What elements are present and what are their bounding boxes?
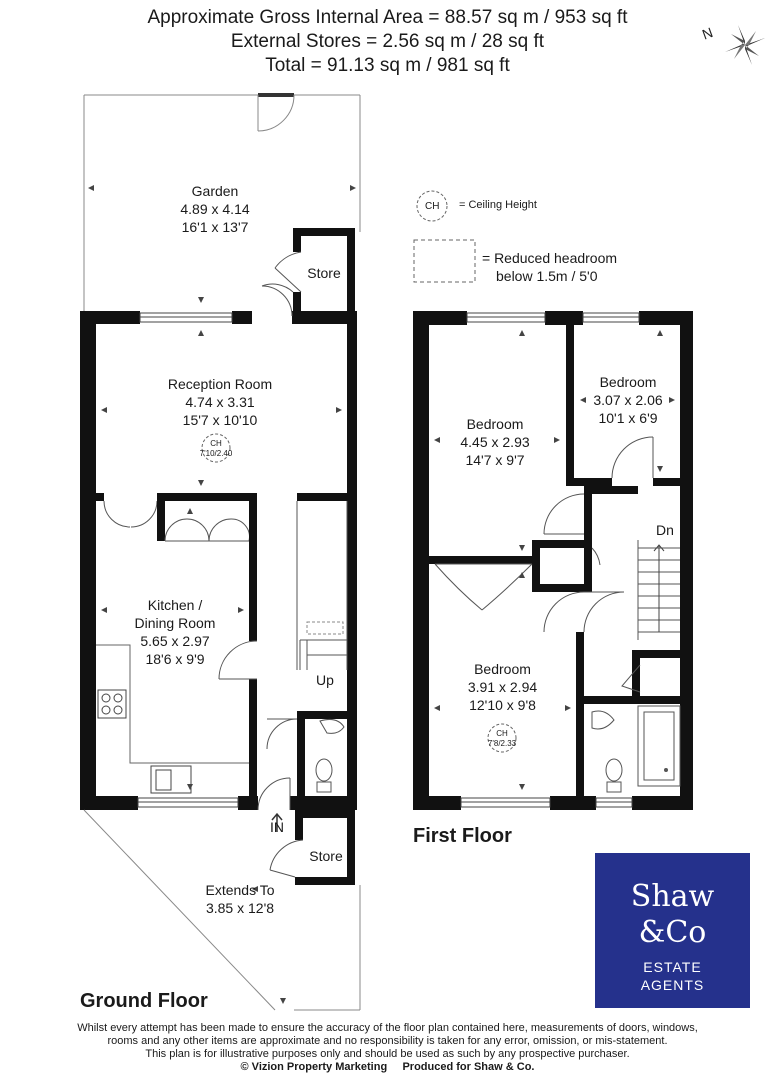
- kitchen-imperial: 18'6 x 9'9: [145, 651, 205, 667]
- ceiling-height-symbol: [416, 190, 448, 222]
- garden-imperial: 16'1 x 13'7: [181, 219, 249, 235]
- disclaimer-footer: Whilst every attempt has been made to en…: [0, 1022, 775, 1074]
- bedroom1-metric: 4.45 x 2.93: [460, 434, 530, 450]
- credits-line: © Vizion Property Marketing Produced for…: [0, 1061, 775, 1074]
- bedroom1-label: Bedroom 4.45 x 2.93 14'7 x 9'7: [440, 415, 550, 469]
- reception-room-label: Reception Room 4.74 x 3.31 15'7 x 10'10: [135, 375, 305, 429]
- kitchen-label: Kitchen / Dining Room 5.65 x 2.97 18'6 x…: [110, 596, 240, 668]
- credit-vizion: © Vizion Property Marketing: [240, 1061, 388, 1073]
- disclaimer-line2: rooms and any other items are approximat…: [107, 1035, 668, 1047]
- kitchen-name-1: Kitchen /: [147, 597, 203, 613]
- store-top-label: Store: [307, 265, 341, 281]
- reception-metric: 4.74 x 3.31: [185, 394, 255, 410]
- first-floor-title: First Floor: [413, 825, 512, 847]
- entrance-label: IN: [270, 819, 284, 835]
- credit-shaw: Produced for Shaw & Co.: [402, 1061, 535, 1073]
- first-floor-plan: [413, 311, 693, 810]
- kitchen-metric: 5.65 x 2.97: [140, 633, 210, 649]
- extends-name: Extends To: [205, 882, 275, 898]
- bedroom3-label: Bedroom 3.91 x 2.94 12'10 x 9'8: [440, 660, 565, 714]
- garden-label: Garden 4.89 x 4.14 16'1 x 13'7: [140, 182, 290, 236]
- extends-label: Extends To 3.85 x 12'8: [180, 881, 300, 917]
- ch-legend-text: = Ceiling Height: [459, 199, 537, 211]
- logo-line2: &Co: [638, 915, 707, 950]
- kitchen-name-2: Dining Room: [134, 615, 216, 631]
- compass-icon: N: [700, 24, 765, 65]
- disclaimer-line1: Whilst every attempt has been made to en…: [77, 1022, 698, 1034]
- legend: [413, 190, 476, 283]
- reception-imperial: 15'7 x 10'10: [182, 412, 258, 428]
- bedroom3-imperial: 12'10 x 9'8: [469, 697, 536, 713]
- bedroom2-imperial: 10'1 x 6'9: [598, 410, 658, 426]
- bedroom2-metric: 3.07 x 2.06: [593, 392, 663, 408]
- ground-floor-plan: [80, 93, 361, 1011]
- ground-floor-title: Ground Floor: [80, 990, 208, 1012]
- logo-line3: ESTATE: [643, 959, 702, 975]
- external-stores-text: External Stores = 2.56 sq m / 28 sq ft: [230, 31, 545, 52]
- bedroom2-label: Bedroom 3.07 x 2.06 10'1 x 6'9: [578, 373, 678, 427]
- logo-line1: Shaw: [630, 879, 715, 914]
- reduced-headroom-symbol: [413, 239, 476, 283]
- logo-line4: AGENTS: [640, 977, 705, 993]
- ch-symbol-label: CH: [425, 201, 440, 212]
- store-bottom-label: Store: [309, 848, 343, 864]
- stairs-down-label: Dn: [656, 522, 674, 538]
- disclaimer-line3: This plan is for illustrative purposes o…: [145, 1048, 630, 1060]
- bedroom3-metric: 3.91 x 2.94: [467, 679, 538, 695]
- bedroom3-ch-label: CH: [496, 729, 508, 738]
- bedroom2-name: Bedroom: [599, 374, 657, 390]
- reception-ch-value: 7'10/2.40: [199, 449, 233, 458]
- total-area-text: Total = 91.13 sq m / 981 sq ft: [265, 55, 510, 76]
- bedroom1-name: Bedroom: [466, 416, 524, 432]
- stairs-up-label: Up: [316, 672, 334, 688]
- reception-ch-label: CH: [210, 439, 222, 448]
- area-header: Approximate Gross Internal Area = 88.57 …: [0, 6, 775, 78]
- bedroom1-imperial: 14'7 x 9'7: [465, 452, 525, 468]
- reduced-headroom-line1: = Reduced headroom: [482, 250, 618, 266]
- reception-name: Reception Room: [167, 376, 273, 392]
- shaw-and-co-logo: Shaw &Co ESTATE AGENTS: [595, 853, 750, 1008]
- gross-area-text: Approximate Gross Internal Area = 88.57 …: [147, 7, 628, 28]
- bedroom3-name: Bedroom: [474, 661, 531, 677]
- garden-metric: 4.89 x 4.14: [180, 201, 250, 217]
- extends-value: 3.85 x 12'8: [205, 900, 275, 916]
- compass-north-label: N: [700, 24, 715, 42]
- reduced-headroom-line2: below 1.5m / 5'0: [496, 268, 598, 284]
- bedroom3-ch-value: 7'8/2.33: [487, 739, 517, 748]
- garden-name: Garden: [191, 183, 239, 199]
